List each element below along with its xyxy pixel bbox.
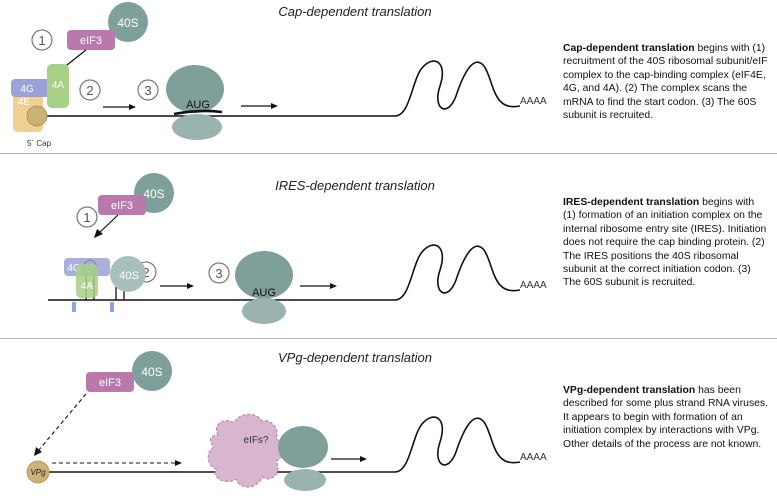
panel-divider	[0, 153, 777, 154]
eif4g-box: 4G	[11, 79, 51, 97]
ires-anchor	[110, 302, 114, 312]
translocation-arrowhead	[360, 456, 367, 462]
ires-anchor	[72, 302, 76, 312]
eif3-box: eIF3	[67, 30, 115, 50]
ribosome-80s	[235, 251, 293, 324]
eif4a-box: 4A	[76, 264, 98, 298]
ribosome-40s: 40S	[108, 2, 148, 42]
panel-title: VPg-dependent translation	[278, 350, 432, 365]
step-3-marker: 3	[208, 262, 230, 284]
cap-dependent-diagram: 1 2 3 40S eIF3 4E 4G	[11, 2, 547, 148]
description-bold: IRES-dependent translation	[563, 197, 700, 208]
translocation-arrowhead	[330, 283, 337, 289]
svg-text:1: 1	[83, 210, 90, 225]
mrna-strand	[48, 244, 521, 301]
panel-description: VPg-dependent translation has been descr…	[563, 384, 769, 451]
panel-description: Cap-dependent translation begins with (1…	[563, 42, 769, 122]
step-2-marker: 2	[79, 79, 101, 101]
svg-text:4G: 4G	[20, 84, 34, 95]
svg-text:40S: 40S	[141, 365, 162, 379]
panel-divider	[0, 338, 777, 339]
svg-text:40S: 40S	[119, 270, 139, 282]
translocation-arrowhead	[271, 103, 278, 109]
recruitment-dashed-arrowhead	[175, 460, 182, 466]
description-text: has been described for some plus strand …	[563, 385, 769, 450]
poly-a-tail: AAAA	[520, 280, 547, 291]
svg-text:40S: 40S	[117, 16, 138, 30]
svg-text:4A: 4A	[81, 281, 94, 292]
svg-text:3: 3	[144, 83, 151, 98]
panel-ires-dependent: IRES-dependent translation 1 2 3 40S eIF…	[0, 154, 777, 338]
svg-text:VPg: VPg	[30, 468, 46, 477]
ires-dependent-diagram: 1 2 3 40S eIF3 4G 4A	[48, 173, 547, 324]
svg-text:4E: 4E	[18, 97, 31, 108]
svg-text:40S: 40S	[143, 187, 164, 201]
description-text: begins with (1) recruitment of the 40S r…	[563, 43, 768, 122]
vpg-protein: VPg	[26, 460, 50, 484]
start-codon-mark	[173, 109, 223, 116]
poly-a-tail: AAAA	[520, 96, 547, 107]
mrna-strand	[36, 60, 521, 117]
svg-text:eIF3: eIF3	[99, 377, 121, 389]
ribosome-80s	[278, 426, 328, 491]
eif3-box: eIF3	[86, 372, 134, 392]
panel-description: IRES-dependent translation begins with (…	[563, 196, 769, 290]
cap-label: 5´ Cap	[27, 139, 52, 148]
description-text: begins with (1) formation of an initiati…	[563, 197, 767, 289]
interaction-arrowhead	[34, 447, 42, 456]
eifs-label: eIFs?	[243, 435, 268, 446]
ribosome-40s-bound: 40S	[110, 256, 146, 292]
panel-title: IRES-dependent translation	[275, 178, 435, 193]
svg-text:2: 2	[86, 83, 93, 98]
mrna-strand	[36, 416, 521, 473]
ribosome-80s	[166, 65, 224, 140]
scan-arrowhead	[129, 104, 136, 110]
svg-text:eIF3: eIF3	[111, 200, 133, 212]
eifs-complex	[207, 413, 285, 488]
aug-label: AUG	[186, 99, 210, 111]
vpg-dependent-diagram: 40S eIF3 VPg eIFs? AAAA	[26, 351, 547, 491]
ribosome-40s: 40S	[132, 351, 172, 391]
panel-cap-dependent: Cap-dependent translation 1 2 3 40S eIF3	[0, 0, 777, 153]
recruitment-arrowhead	[94, 229, 103, 238]
svg-text:4A: 4A	[52, 80, 65, 91]
aug-label: AUG	[252, 287, 276, 299]
step-3-marker: 3	[137, 79, 159, 101]
svg-text:2: 2	[142, 265, 149, 280]
eif4a-box: 4A	[47, 64, 69, 108]
interaction-arrow	[37, 393, 87, 452]
description-bold: VPg-dependent translation	[563, 385, 696, 396]
positioning-arrowhead	[187, 283, 194, 289]
poly-a-tail: AAAA	[520, 452, 547, 463]
recruitment-arrow	[97, 214, 119, 235]
panel-vpg-dependent: VPg-dependent translation 40S eIF3 VPg e…	[0, 339, 777, 502]
svg-text:3: 3	[215, 266, 222, 281]
svg-text:1: 1	[38, 33, 45, 48]
svg-text:4G: 4G	[67, 263, 81, 274]
panel-title: Cap-dependent translation	[278, 4, 432, 19]
cap-sphere	[26, 105, 48, 127]
step-1-marker: 1	[31, 29, 53, 51]
description-bold: Cap-dependent translation	[563, 43, 695, 54]
svg-text:eIF3: eIF3	[80, 35, 102, 47]
eif3-box: eIF3	[98, 195, 146, 215]
step-1-marker: 1	[76, 206, 98, 228]
